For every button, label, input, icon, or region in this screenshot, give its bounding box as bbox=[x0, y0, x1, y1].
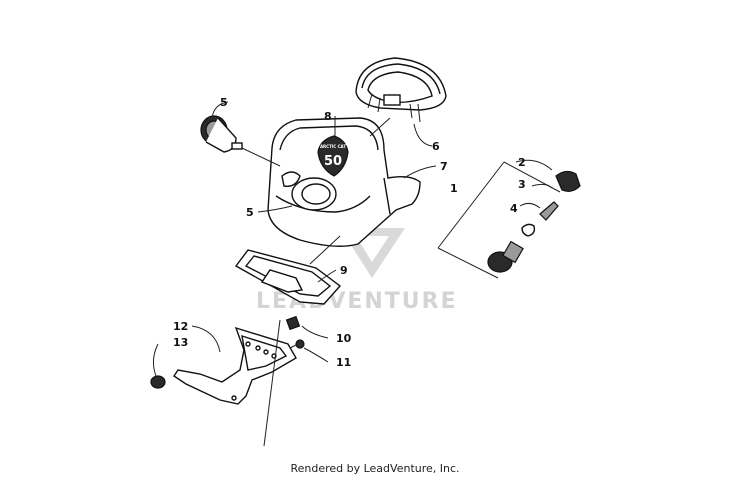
badge-brand: ARCTIC CAT bbox=[320, 144, 346, 149]
callout-1: 1 bbox=[450, 182, 458, 195]
callouts: 5 8 6 7 1 2 3 4 5 9 12 10 13 11 bbox=[173, 96, 526, 369]
footer-credit: Rendered by LeadVenture, Inc. bbox=[290, 462, 460, 475]
socket-part-5 bbox=[200, 115, 281, 167]
callout-7: 7 bbox=[440, 160, 448, 173]
bezel-part-9 bbox=[234, 249, 342, 305]
callout-5-top: 5 bbox=[220, 96, 228, 109]
callout-11: 11 bbox=[336, 356, 351, 369]
callout-12: 12 bbox=[173, 320, 188, 333]
leader-lines bbox=[152, 101, 553, 447]
callout-8: 8 bbox=[324, 110, 332, 123]
badge-part-8: ARCTIC CAT 50 bbox=[317, 135, 349, 177]
gauge-part-6 bbox=[355, 57, 447, 123]
callout-13: 13 bbox=[173, 336, 188, 349]
badge-number: 50 bbox=[324, 154, 342, 169]
clip-part-10 bbox=[285, 315, 301, 331]
callout-4: 4 bbox=[510, 202, 518, 215]
callout-10: 10 bbox=[336, 332, 352, 345]
callout-2: 2 bbox=[518, 156, 526, 169]
callout-3: 3 bbox=[518, 178, 526, 191]
ignition-switch-parts bbox=[437, 161, 581, 279]
callout-9: 9 bbox=[340, 264, 348, 277]
callout-5-mid: 5 bbox=[246, 206, 254, 219]
screw-part-11 bbox=[289, 339, 305, 349]
callout-6: 6 bbox=[432, 140, 440, 153]
dash-housing-part-7 bbox=[267, 117, 421, 247]
